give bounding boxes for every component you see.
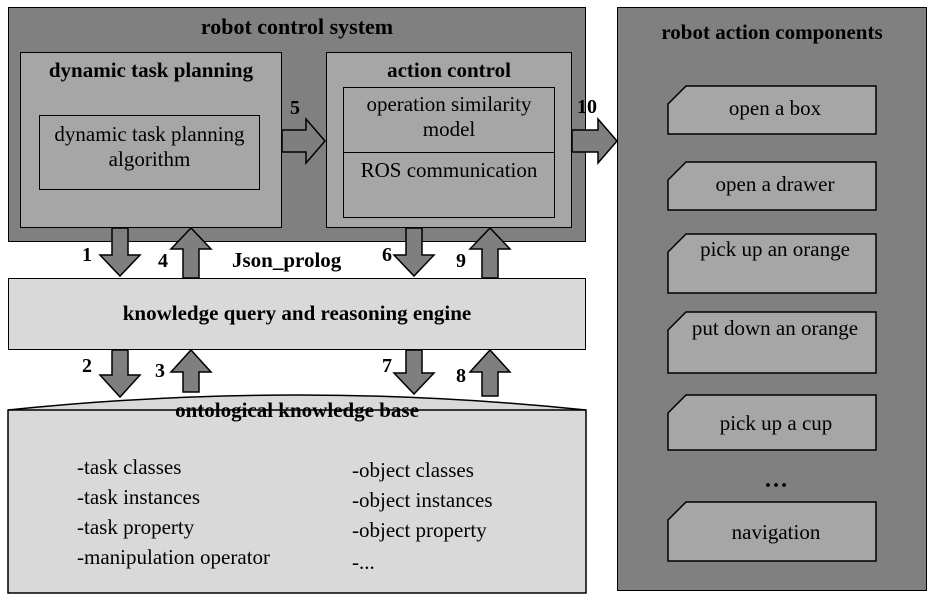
arrow-1	[98, 227, 142, 278]
component-ellipsis: …	[764, 467, 788, 493]
arrow-8-label: 8	[456, 365, 466, 387]
arrow-5-label: 5	[290, 97, 300, 119]
arrow-10-label: 10	[577, 96, 597, 118]
kb-item-object-instances: -object instances	[352, 488, 493, 512]
kb-item-manipulation-operator: -manipulation operator	[77, 545, 271, 569]
component-pick-orange-label: pick up an orange	[700, 237, 850, 261]
operation-similarity-model-box	[343, 87, 555, 153]
component-card-pick-orange	[667, 233, 877, 294]
arrow-7-label: 7	[382, 355, 392, 377]
component-pick-cup-label: pick up a cup	[719, 411, 833, 435]
kb-item-object-classes: -object classes	[352, 458, 474, 482]
kb-item-task-property: -task property	[77, 515, 195, 539]
arrow-1-label: 1	[82, 244, 92, 266]
component-open-drawer-label: open a drawer	[715, 172, 835, 196]
arrow-8	[468, 348, 512, 397]
reasoning-engine-box	[8, 278, 586, 350]
arrow-3	[169, 348, 213, 393]
arrow-6-label: 6	[382, 244, 392, 266]
json-prolog-label: Json_prolog	[232, 248, 342, 272]
kb-item-more: -...	[352, 550, 375, 574]
operation-similarity-model-label: operation similarity model	[366, 92, 532, 142]
arrow-3-label: 3	[155, 360, 165, 382]
dynamic-task-planning-title: dynamic task planning	[48, 58, 254, 82]
knowledge-base-title: ontological knowledge base	[175, 398, 419, 422]
component-card-put-orange	[667, 311, 877, 374]
component-card-open-box	[667, 85, 877, 135]
component-card-open-drawer	[667, 161, 877, 211]
robot-control-system-title: robot control system	[200, 14, 394, 39]
component-put-orange-label: put down an orange	[691, 316, 859, 340]
arrow-2-label: 2	[82, 355, 92, 377]
arrow-9-label: 9	[456, 250, 466, 272]
component-navigation-label: navigation	[731, 520, 821, 544]
arrow-10	[571, 116, 618, 166]
kb-item-task-classes: -task classes	[77, 455, 182, 479]
action-control-title: action control	[387, 58, 511, 82]
kb-item-task-instances: -task instances	[77, 485, 201, 509]
knowledge-base-shape	[7, 394, 587, 594]
dynamic-task-planning-algorithm-box	[39, 115, 260, 190]
arrow-7	[392, 349, 436, 396]
arrow-9	[468, 226, 512, 279]
robot-action-components-title: robot action components	[661, 20, 883, 44]
component-card-navigation	[667, 501, 877, 562]
arrow-4	[169, 226, 213, 279]
arrow-2	[98, 349, 142, 399]
component-card-pick-cup	[667, 394, 877, 451]
dynamic-task-planning-algorithm-label: dynamic task planning algorithm	[54, 122, 245, 172]
kb-item-object-property: -object property	[352, 518, 487, 542]
reasoning-engine-title: knowledge query and reasoning engine	[122, 301, 472, 325]
arrow-4-label: 4	[158, 250, 168, 272]
ros-communication-label: ROS communication	[360, 158, 538, 182]
arrow-6	[392, 227, 436, 278]
arrow-5	[281, 116, 326, 166]
ros-communication-box	[343, 152, 555, 218]
component-open-box-label: open a box	[728, 96, 822, 120]
